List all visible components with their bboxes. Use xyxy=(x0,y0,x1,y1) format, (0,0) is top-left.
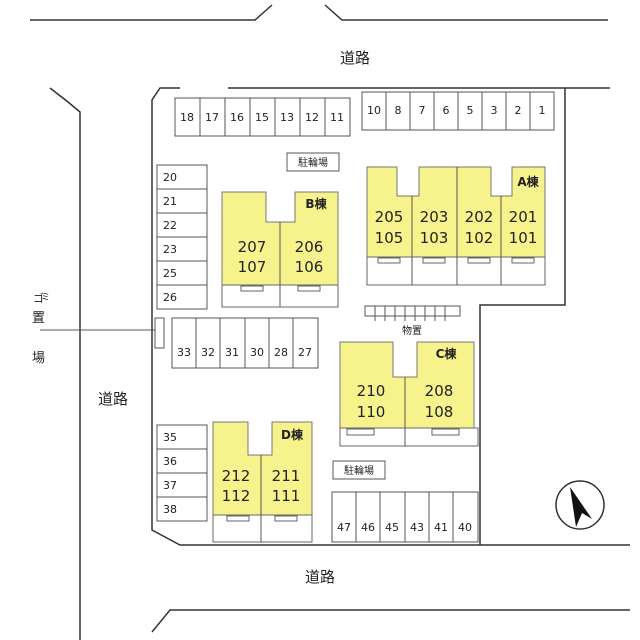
unit-202: 202 xyxy=(465,208,494,226)
unit-108: 108 xyxy=(425,403,454,421)
unit-106: 106 xyxy=(295,258,324,276)
unit-112: 112 xyxy=(222,487,251,505)
parking-lower-left: 35 36 37 38 xyxy=(156,424,208,522)
storage-label: 物置 xyxy=(402,324,422,337)
parking-slot-37: 37 xyxy=(163,479,177,492)
parking-slot-3: 3 xyxy=(491,104,498,117)
unit-207: 207 xyxy=(238,238,267,256)
unit-212: 212 xyxy=(222,467,251,485)
garbage-label-char-4: 場 xyxy=(32,351,45,366)
unit-206: 206 xyxy=(295,238,324,256)
parking-slot-33: 33 xyxy=(177,346,191,359)
parking-slot-31: 31 xyxy=(225,346,239,359)
parking-slot-7: 7 xyxy=(419,104,426,117)
building-d: D棟 212 112 211 111 xyxy=(212,421,313,543)
parking-slot-2: 2 xyxy=(515,104,522,117)
bicycle-parking-label: 駐輪場 xyxy=(298,156,328,169)
parking-slot-6: 6 xyxy=(443,104,450,117)
garbage-label-char-2: ミ xyxy=(41,293,50,303)
parking-slot-16: 16 xyxy=(230,111,244,124)
parking-slot-47: 47 xyxy=(337,521,351,534)
unit-211: 211 xyxy=(272,467,301,485)
north-arrow-icon xyxy=(555,480,605,530)
garbage-label-char-1: ゴ xyxy=(33,291,44,305)
parking-slot-11: 11 xyxy=(330,111,344,124)
parking-slot-22: 22 xyxy=(163,219,177,232)
parking-slot-35: 35 xyxy=(163,431,177,444)
parking-slot-20: 20 xyxy=(163,171,177,184)
building-d-name: D棟 xyxy=(281,427,304,442)
parking-slot-17: 17 xyxy=(205,111,219,124)
parking-top-left: 18 17 16 15 13 12 11 xyxy=(174,97,351,137)
building-c: C棟 210 110 208 108 xyxy=(339,341,479,447)
parking-slot-12: 12 xyxy=(305,111,319,124)
unit-103: 103 xyxy=(420,229,449,247)
unit-107: 107 xyxy=(238,258,267,276)
parking-middle-row: 33 32 31 30 28 27 xyxy=(171,317,319,369)
parking-slot-41: 41 xyxy=(434,521,448,534)
building-b-name: B棟 xyxy=(305,196,327,211)
road-label-north: 道路 xyxy=(340,49,370,67)
bicycle-parking-south: 駐輪場 xyxy=(332,460,386,480)
road-lines xyxy=(30,4,630,640)
bicycle-parking-north: 駐輪場 xyxy=(286,152,340,172)
unit-205: 205 xyxy=(375,208,404,226)
unit-105: 105 xyxy=(375,229,404,247)
garbage-area: ゴ ミ 置 場 xyxy=(32,291,165,366)
unit-111: 111 xyxy=(272,487,301,505)
parking-slot-26: 26 xyxy=(163,291,177,304)
parking-slot-45: 45 xyxy=(385,521,399,534)
parking-slot-27: 27 xyxy=(298,346,312,359)
parking-slot-46: 46 xyxy=(361,521,375,534)
unit-101: 101 xyxy=(509,229,538,247)
parking-slot-28: 28 xyxy=(274,346,288,359)
unit-110: 110 xyxy=(357,403,386,421)
storage: 物置 xyxy=(364,305,461,337)
parking-bottom-row: 47 46 45 43 41 40 xyxy=(331,491,479,543)
parking-slot-5: 5 xyxy=(467,104,474,117)
building-a-name: A棟 xyxy=(517,174,539,189)
parking-slot-23: 23 xyxy=(163,243,177,256)
parking-slot-15: 15 xyxy=(255,111,269,124)
unit-210: 210 xyxy=(357,382,386,400)
parking-slot-21: 21 xyxy=(163,195,177,208)
unit-102: 102 xyxy=(465,229,494,247)
building-c-name: C棟 xyxy=(436,346,458,361)
parking-slot-25: 25 xyxy=(163,267,177,280)
parking-slot-40: 40 xyxy=(458,521,472,534)
parking-slot-38: 38 xyxy=(163,503,177,516)
parking-slot-30: 30 xyxy=(250,346,264,359)
parking-slot-10: 10 xyxy=(367,104,381,117)
road-label-south: 道路 xyxy=(305,568,335,586)
parking-slot-8: 8 xyxy=(395,104,402,117)
building-a: A棟 205 105 203 103 202 102 201 101 xyxy=(366,166,546,286)
unit-203: 203 xyxy=(420,208,449,226)
unit-208: 208 xyxy=(425,382,454,400)
parking-slot-1: 1 xyxy=(539,104,546,117)
parking-slot-18: 18 xyxy=(180,111,194,124)
parking-slot-43: 43 xyxy=(410,521,424,534)
unit-201: 201 xyxy=(509,208,538,226)
parking-slot-32: 32 xyxy=(201,346,215,359)
road-label-west: 道路 xyxy=(98,390,128,408)
building-b: B棟 207 107 206 106 xyxy=(221,191,339,308)
parking-top-right: 10 8 7 6 5 3 2 1 xyxy=(361,91,555,131)
site-boundary xyxy=(479,88,566,545)
parking-left-column: 20 21 22 23 25 26 xyxy=(156,164,208,310)
parking-slot-36: 36 xyxy=(163,455,177,468)
parking-slot-13: 13 xyxy=(280,111,294,124)
garbage-label-char-3: 置 xyxy=(32,311,45,326)
bicycle-parking-label: 駐輪場 xyxy=(344,464,374,477)
